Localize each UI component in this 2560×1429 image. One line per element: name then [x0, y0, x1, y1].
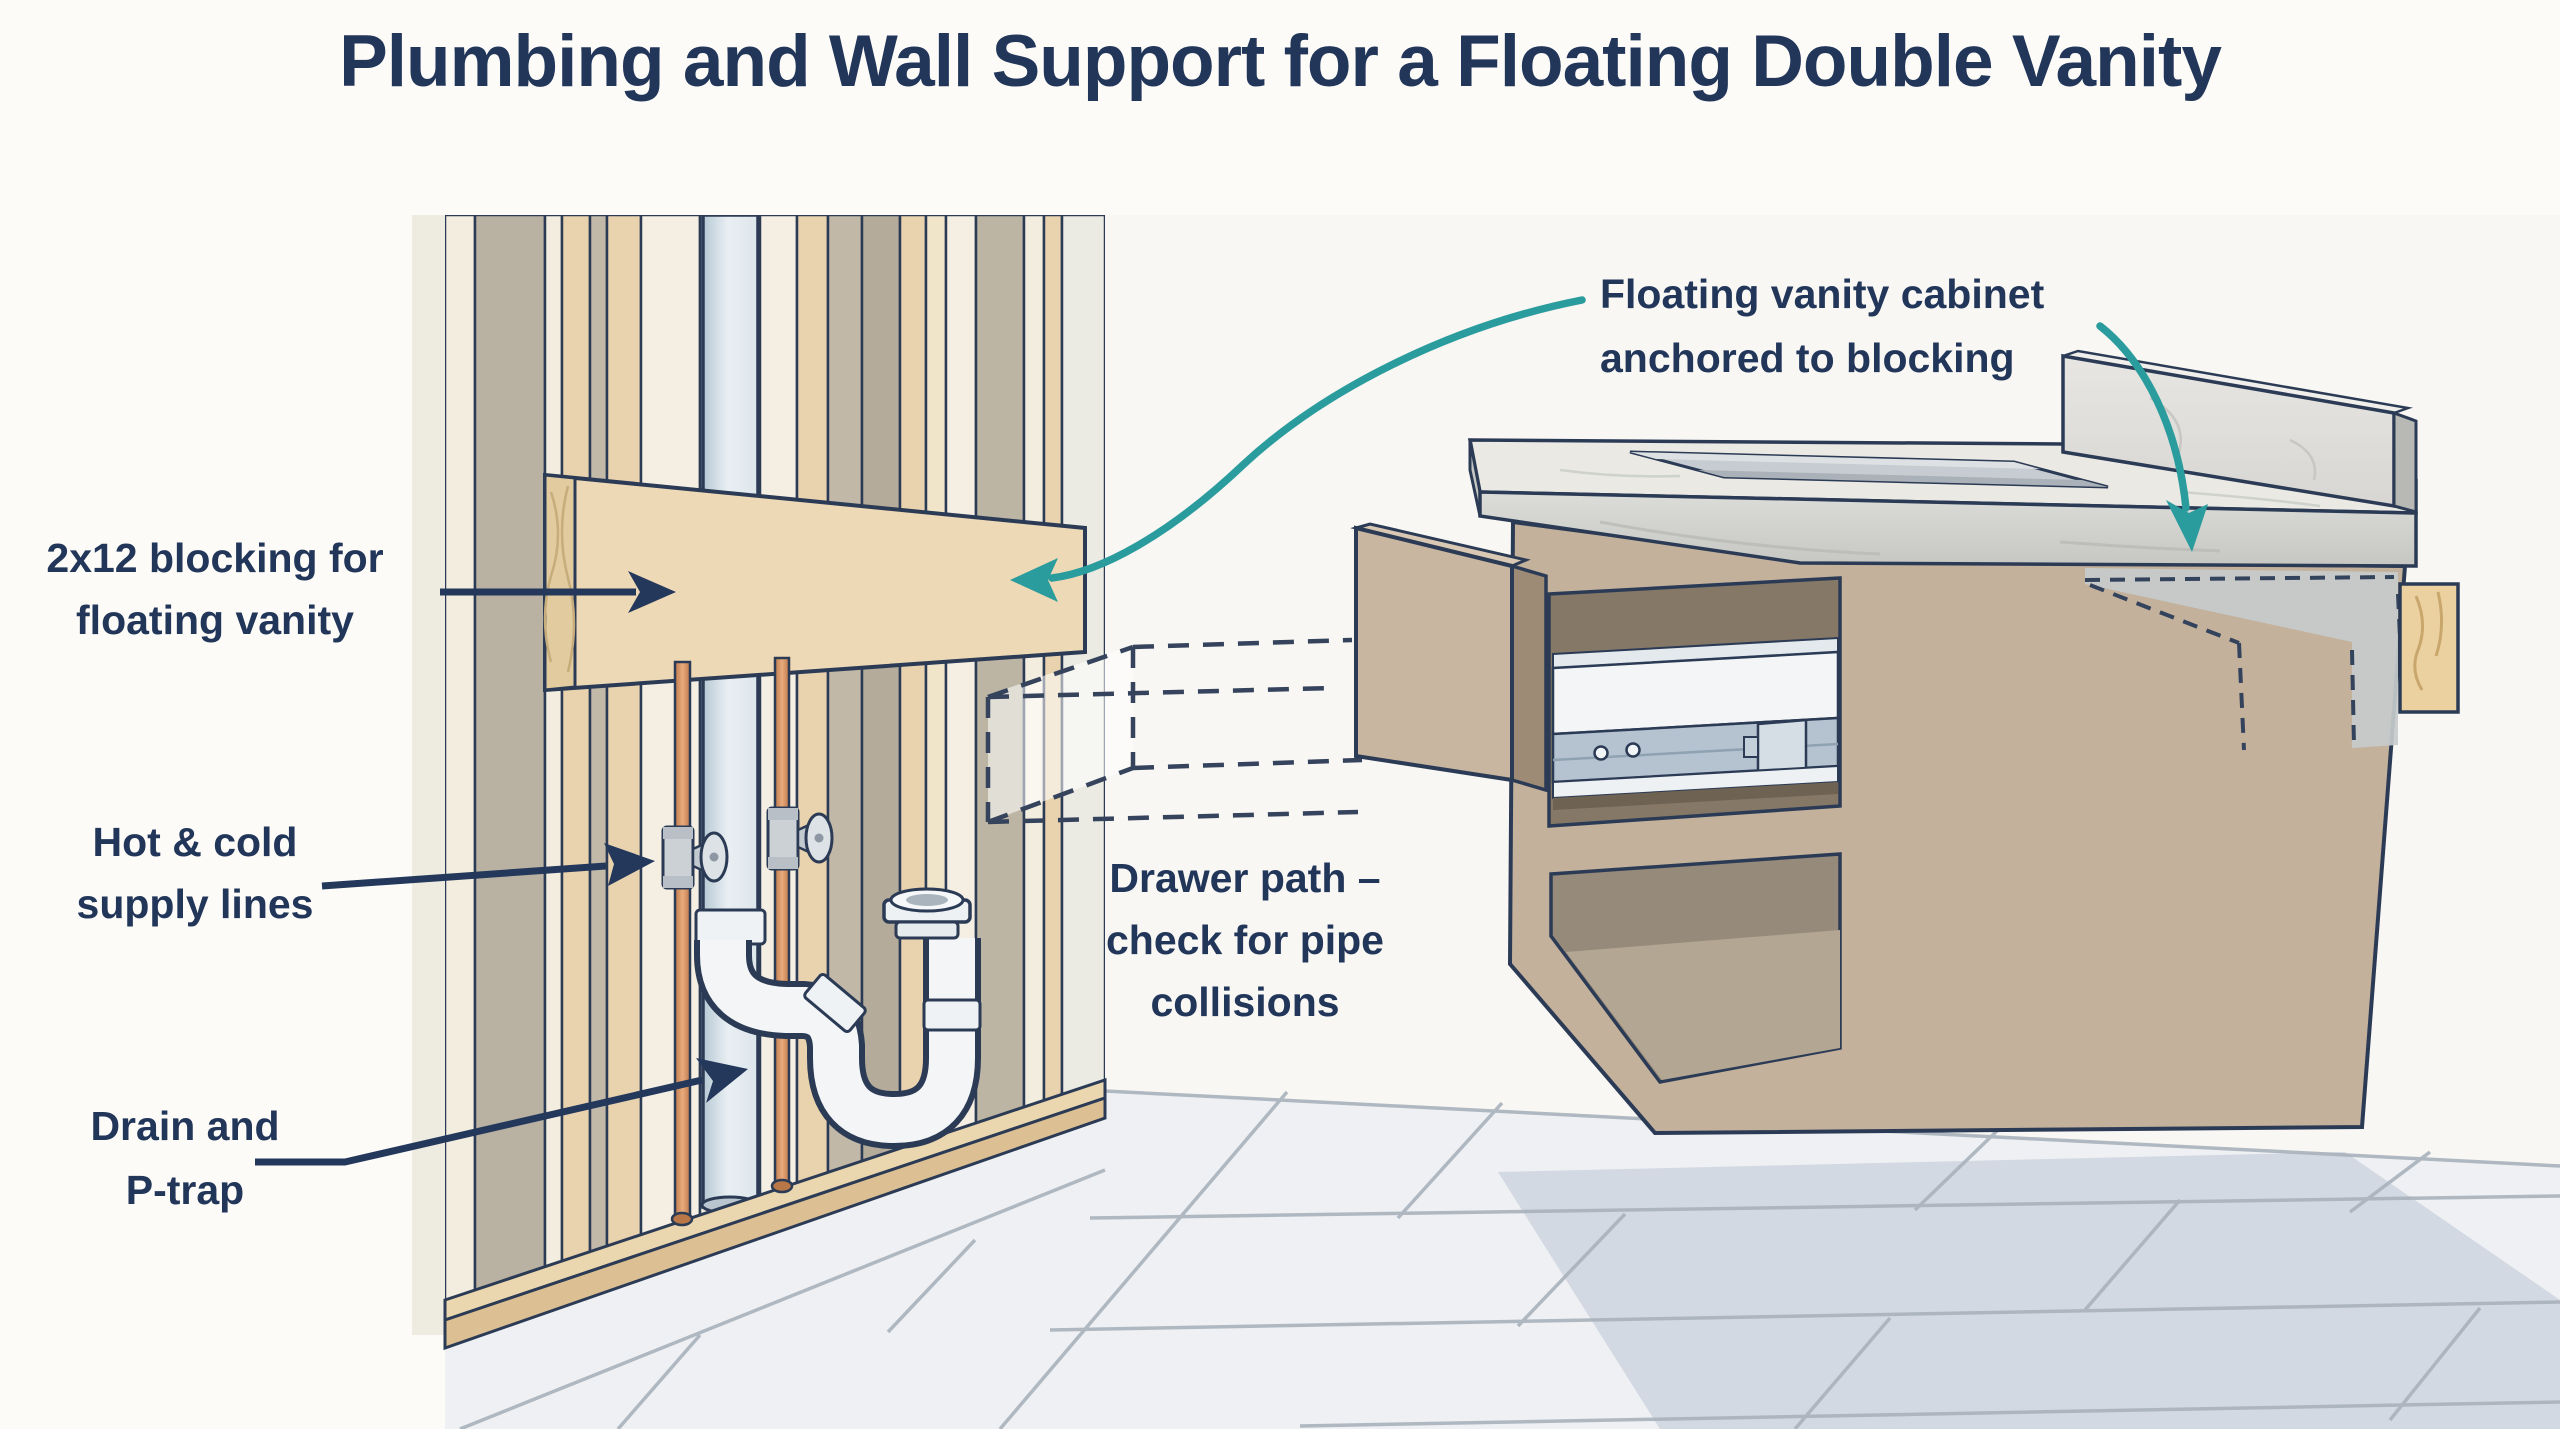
- label-drawer-line3: collisions: [1150, 979, 1339, 1025]
- wall-bay: [543, 215, 564, 1300]
- shutoff-valve-hot: [661, 825, 729, 890]
- sink-cutout: [1629, 450, 2109, 489]
- edge-veins: [1599, 520, 2221, 556]
- slide-screw-hole: [1625, 742, 1641, 758]
- copper-pipe-cap: [670, 1211, 694, 1227]
- label-blocking-line2: floating vanity: [76, 597, 354, 643]
- p-trap-body: [700, 932, 975, 1143]
- rail-grain-lines: [2413, 591, 2444, 691]
- drawer-path-dashed-box: [985, 637, 1363, 825]
- supply-arrowhead-icon: [604, 843, 655, 886]
- copper-supply-cold: [773, 656, 791, 1188]
- wall-bay: [445, 215, 477, 1300]
- label-drain-line2: P-trap: [126, 1167, 244, 1213]
- tailpiece-nut: [894, 920, 960, 940]
- shutoff-valve-cold: [766, 806, 834, 871]
- tailpiece-opening-inner: [906, 894, 948, 906]
- bottom-plate-face: [443, 1095, 1107, 1351]
- backsplash-end: [2392, 410, 2418, 514]
- backsplash-panel: [2061, 349, 2418, 514]
- bay-shadow-slot: [1553, 782, 1838, 810]
- teal-arrowhead-right-icon: [2166, 500, 2208, 552]
- plumbing-rough-in: [661, 656, 982, 1227]
- wall-stud: [473, 215, 547, 1300]
- label-blocking: 2x12 blocking for floating vanity: [46, 535, 676, 643]
- drain-arrowhead-icon: [696, 1058, 748, 1103]
- label-cabinet-line1: Floating vanity cabinet: [1600, 271, 2045, 317]
- stack-coupling: [694, 908, 767, 946]
- wall-blocking-rail: [2398, 582, 2460, 714]
- drain-stack-pipe: [701, 215, 760, 1209]
- drawer-bay: [1547, 576, 1842, 828]
- copper-pipe-cap: [770, 1178, 794, 1194]
- drawer-front-side-edge: [1510, 563, 1548, 793]
- label-drain: Drain and P-trap: [90, 1058, 748, 1213]
- page-title: Plumbing and Wall Support for a Floating…: [339, 21, 2222, 102]
- vanity-floor-shadow: [1498, 1152, 2560, 1429]
- tiled-floor: [445, 1089, 2560, 1429]
- label-blocking-line1: 2x12 blocking for: [46, 535, 383, 581]
- open-bay-floor: [1566, 930, 1840, 1080]
- p-trap: [694, 887, 982, 1149]
- drawer-front-panel: [1350, 522, 1548, 793]
- drain-arrow-shaft: [255, 1076, 703, 1166]
- label-drawer-line2: check for pipe: [1106, 917, 1384, 963]
- trap-slip-nut: [803, 973, 867, 1033]
- label-cabinet: Floating vanity cabinet anchored to bloc…: [1010, 271, 2208, 602]
- label-supply-line1: Hot & cold: [93, 819, 298, 865]
- drawer-path-projection: [985, 637, 1363, 825]
- mounting-cleat-reveal: [2085, 568, 2398, 748]
- sink-cutout-front-wall: [1698, 470, 2108, 487]
- wall-bottom-plate: [443, 1077, 1107, 1351]
- wall-stud: [588, 215, 609, 1300]
- annotations: Plumbing and Wall Support for a Floating…: [46, 21, 2223, 1213]
- teal-arrow-to-blocking: [1048, 296, 1586, 582]
- slide-screw-hole: [1593, 745, 1609, 761]
- wall-stud: [795, 215, 830, 1300]
- teal-arrow-to-counter: [2096, 322, 2190, 512]
- label-drawer-line1: Drawer path –: [1109, 855, 1380, 901]
- label-drawer-path: Drawer path – check for pipe collisions: [1106, 855, 1384, 1025]
- sink-cutout-back-wall: [1630, 452, 2040, 469]
- blocking-board: [543, 472, 1087, 693]
- label-supply: Hot & cold supply lines: [77, 819, 655, 927]
- drawer-path-wall-overlap: [988, 645, 1133, 822]
- copper-supply-hot: [673, 660, 692, 1220]
- label-supply-line2: supply lines: [77, 881, 314, 927]
- wall-edge-shading: [412, 215, 445, 1335]
- wall-stud: [826, 215, 864, 1300]
- wall-stud: [560, 215, 592, 1300]
- trap-slip-nut: [922, 998, 982, 1032]
- slide-bracket: [1756, 718, 1808, 776]
- blocking-arrowhead-icon: [628, 571, 676, 613]
- label-cabinet-line2: anchored to blocking: [1600, 335, 2015, 381]
- open-shelf-bay: [1549, 852, 1842, 1084]
- wall-stud: [605, 215, 643, 1300]
- label-drain-line1: Drain and: [90, 1103, 279, 1149]
- teal-arrowhead-left-icon: [1010, 558, 1058, 602]
- drawer-front-face: [1354, 525, 1514, 783]
- supply-arrow-shaft: [321, 862, 607, 890]
- marble-veins: [1559, 468, 2321, 508]
- blocking-grain-lines: [543, 485, 576, 673]
- slide-bracket-clip: [1743, 736, 1759, 758]
